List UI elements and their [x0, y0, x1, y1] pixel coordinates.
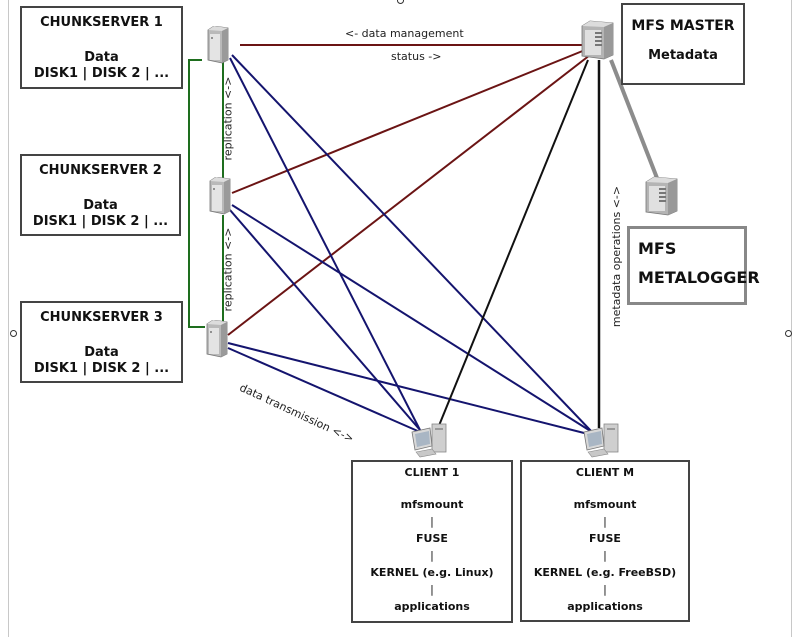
client-m-separator: | [603, 515, 607, 528]
client-1-layer-kernel: KERNEL (e.g. Linux) [370, 566, 494, 579]
client-1-layer-applications: applications [394, 600, 470, 613]
client-1-layer-fuse: FUSE [416, 532, 448, 545]
chunkserver-3-server-icon [206, 320, 228, 358]
client-1-separator: | [430, 549, 434, 562]
replication-bracket [188, 59, 205, 328]
client-1-stack: mfsmount | FUSE | KERNEL (e.g. Linux) | … [353, 496, 511, 615]
cs3-client1-link [227, 347, 421, 433]
replication-label-1: replication <-> [221, 76, 235, 161]
client-m-layer-mfsmount: mfsmount [573, 498, 637, 511]
client-m-layer-kernel: KERNEL (e.g. FreeBSD) [533, 566, 677, 579]
chunkserver-2-box: CHUNKSERVER 2 Data DISK1 | DISK 2 | ... [20, 154, 181, 236]
metalogger-server-icon [645, 176, 678, 216]
master-chunkserver-2-link [231, 49, 586, 194]
metadata-operations-label: metadata operations <-> [610, 185, 624, 328]
client-1-separator: | [430, 515, 434, 528]
client-m-stack: mfsmount | FUSE | KERNEL (e.g. FreeBSD) … [522, 496, 688, 615]
canvas-frame [8, 0, 792, 637]
master-server-icon [581, 20, 614, 60]
chunkserver-1-data-label: Data [84, 50, 119, 65]
client-m-layer-applications: applications [567, 600, 643, 613]
chunkserver-3-disks: DISK1 | DISK 2 | ... [33, 361, 170, 376]
chunkserver-1-server-icon [207, 26, 229, 64]
client-m-separator: | [603, 583, 607, 596]
metalogger-title-line-1: MFS [638, 239, 677, 258]
chunkserver-3-title: CHUNKSERVER 3 [40, 310, 163, 325]
resize-handle-right[interactable] [785, 330, 792, 337]
master-client1-link [437, 59, 589, 429]
cs3-clientm-link [227, 342, 593, 436]
client-1-title: CLIENT 1 [404, 466, 460, 479]
resize-handle-top[interactable] [397, 0, 404, 4]
status-label: status -> [391, 50, 442, 63]
cs1-client1-link [229, 57, 421, 431]
chunkserver-2-server-icon [209, 177, 231, 215]
metalogger-title-line-2: METALOGGER [638, 268, 760, 287]
client-1-separator: | [430, 583, 434, 596]
client-m-box: CLIENT M mfsmount | FUSE | KERNEL (e.g. … [520, 460, 690, 622]
chunkserver-3-data-label: Data [84, 345, 119, 360]
master-box: MFS MASTER Metadata [621, 3, 745, 85]
client-1-layer-mfsmount: mfsmount [400, 498, 464, 511]
client-m-title: CLIENT M [575, 466, 635, 479]
master-title: MFS MASTER [631, 18, 735, 34]
chunkserver-2-title: CHUNKSERVER 2 [39, 163, 162, 178]
client-1-computer-icon [411, 423, 447, 458]
cs2-client1-link [229, 209, 421, 431]
chunkserver-2-data-label: Data [83, 198, 118, 213]
client-m-separator: | [603, 549, 607, 562]
chunkserver-1-title: CHUNKSERVER 1 [40, 15, 163, 30]
chunkserver-3-box: CHUNKSERVER 3 Data DISK1 | DISK 2 | ... [20, 301, 183, 383]
data-management-label: <- data management [345, 27, 464, 40]
replication-label-2: replication <-> [221, 227, 235, 312]
metalogger-box: MFS METALOGGER [627, 226, 760, 305]
client-m-layer-fuse: FUSE [589, 532, 621, 545]
master-metalogger-link [609, 59, 659, 179]
resize-handle-left[interactable] [10, 330, 17, 337]
client-m-computer-icon [583, 423, 619, 458]
chunkserver-1-box: CHUNKSERVER 1 Data DISK1 | DISK 2 | ... [20, 6, 183, 89]
chunkserver-1-disks: DISK1 | DISK 2 | ... [33, 66, 170, 81]
master-metadata-label: Metadata [648, 48, 718, 63]
cs1-clientm-link [231, 54, 593, 433]
master-chunkserver-3-link [227, 54, 591, 336]
client-1-box: CLIENT 1 mfsmount | FUSE | KERNEL (e.g. … [351, 460, 513, 623]
cs2-clientm-link [231, 204, 593, 433]
chunkserver-2-disks: DISK1 | DISK 2 | ... [32, 214, 169, 229]
